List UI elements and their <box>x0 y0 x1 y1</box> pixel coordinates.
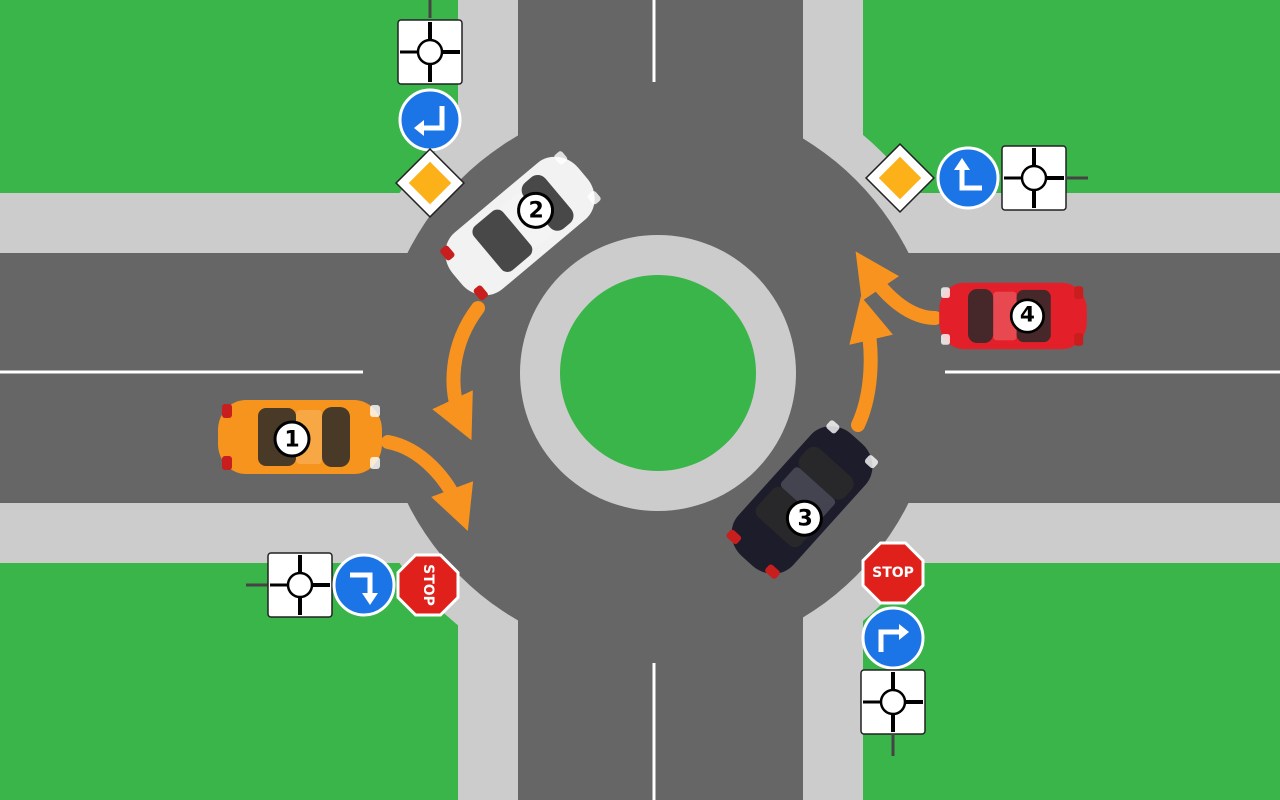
keep-left-sign-icon <box>398 88 462 152</box>
stop-sign-label: STOP <box>872 565 914 581</box>
roundabout-sign-icon <box>859 668 927 736</box>
car-number-label: 2 <box>529 199 544 224</box>
car-number-badge <box>785 499 823 537</box>
arrow-car-1 <box>381 435 474 531</box>
car-number-label: 4 <box>1020 303 1035 328</box>
car-1: 1 <box>218 400 382 474</box>
car-2: 2 <box>433 144 607 308</box>
stop-sign-south: STOP <box>861 541 925 605</box>
arrow-car-2 <box>432 301 485 441</box>
signs-south-east: STOP <box>859 541 927 756</box>
car-4: 4 <box>939 282 1087 350</box>
roundabout-sign-icon <box>396 18 464 86</box>
car-number-label: 1 <box>284 428 299 453</box>
keep-right-up-sign-icon <box>861 606 925 670</box>
keep-straight-left-sign-icon <box>936 146 1000 210</box>
car-number-badge <box>1009 298 1045 334</box>
central-island-grass <box>560 275 756 471</box>
roundabout-sign-icon <box>266 551 334 619</box>
arrow-car-3 <box>849 296 893 432</box>
stop-sign-label: STOP <box>420 564 436 606</box>
signs-north-west <box>395 0 465 218</box>
car-number-badge <box>517 191 555 229</box>
movement-arrows <box>381 251 942 531</box>
arrow-car-4 <box>855 251 942 325</box>
keep-right-down-sign-icon <box>332 553 396 617</box>
roundabout-sign-icon <box>1000 144 1068 212</box>
signs-north-east <box>865 143 1088 213</box>
car-number-label: 3 <box>797 506 812 531</box>
car-3: 3 <box>719 414 885 586</box>
stop-sign-west: STOP <box>396 553 460 617</box>
car-number-badge <box>273 420 311 458</box>
signs-south-west: STOP <box>246 551 460 619</box>
